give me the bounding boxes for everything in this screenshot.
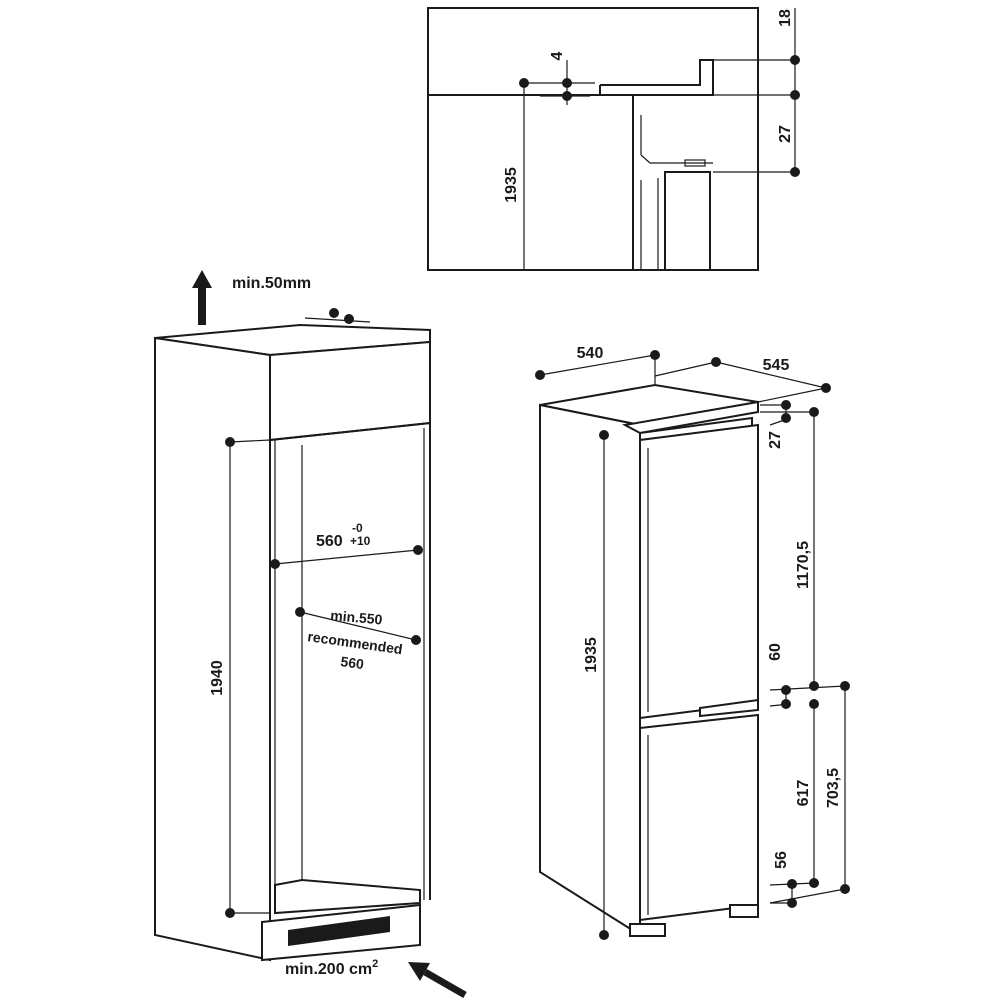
- vent-grille: [288, 916, 390, 946]
- cabinet-view: min.50mm min.200 cm2 1940: [154, 270, 467, 999]
- bottom-gap-label: 56: [773, 851, 790, 869]
- cabinet-width-tol-plus: +10: [350, 534, 371, 548]
- vent-area-label: min.200 cm2: [285, 958, 378, 978]
- detail-dim-4: 4: [549, 51, 566, 60]
- depth-recommended-value: 560: [340, 653, 366, 672]
- detail-dim-1935: 1935: [503, 167, 520, 203]
- cabinet-height-label: 1940: [209, 660, 226, 696]
- front-foot: [629, 923, 666, 937]
- cabinet-side: [154, 336, 271, 962]
- fridge-door-label: 1170,5: [795, 541, 812, 589]
- rear-foot: [729, 904, 759, 918]
- freezer-total-label: 703,5: [825, 768, 842, 808]
- cabinet-width-tol-minus: -0: [352, 521, 363, 535]
- detail-appliance: [664, 171, 711, 271]
- detail-frame: [427, 7, 759, 271]
- detail-dim-18: 18: [777, 9, 794, 27]
- detail-view: 18 27 4 1935: [427, 7, 800, 271]
- depth-recommended-label: recommended: [307, 628, 404, 657]
- appliance-depth-label: 545: [763, 357, 790, 374]
- appliance-height-label: 1935: [583, 637, 600, 673]
- depth-min-label: min.550: [330, 607, 384, 628]
- detail-profile: [599, 59, 714, 96]
- appliance-width-label: 540: [577, 345, 604, 362]
- top-clearance-label: min.50mm: [232, 275, 311, 292]
- arrow-diagonal-icon: [408, 962, 467, 999]
- freezer-door-label: 617: [795, 780, 812, 807]
- detail-dim-27: 27: [777, 125, 794, 143]
- freezer-door: [639, 713, 759, 922]
- top-gap-label: 27: [767, 431, 784, 449]
- arrow-up-icon: [192, 270, 212, 325]
- appliance-view: 540 545 1935 27 1170,5 60: [535, 345, 850, 940]
- fridge-door: [639, 423, 759, 720]
- mid-gap-label: 60: [767, 643, 784, 661]
- cabinet-width-label: 560: [316, 533, 343, 550]
